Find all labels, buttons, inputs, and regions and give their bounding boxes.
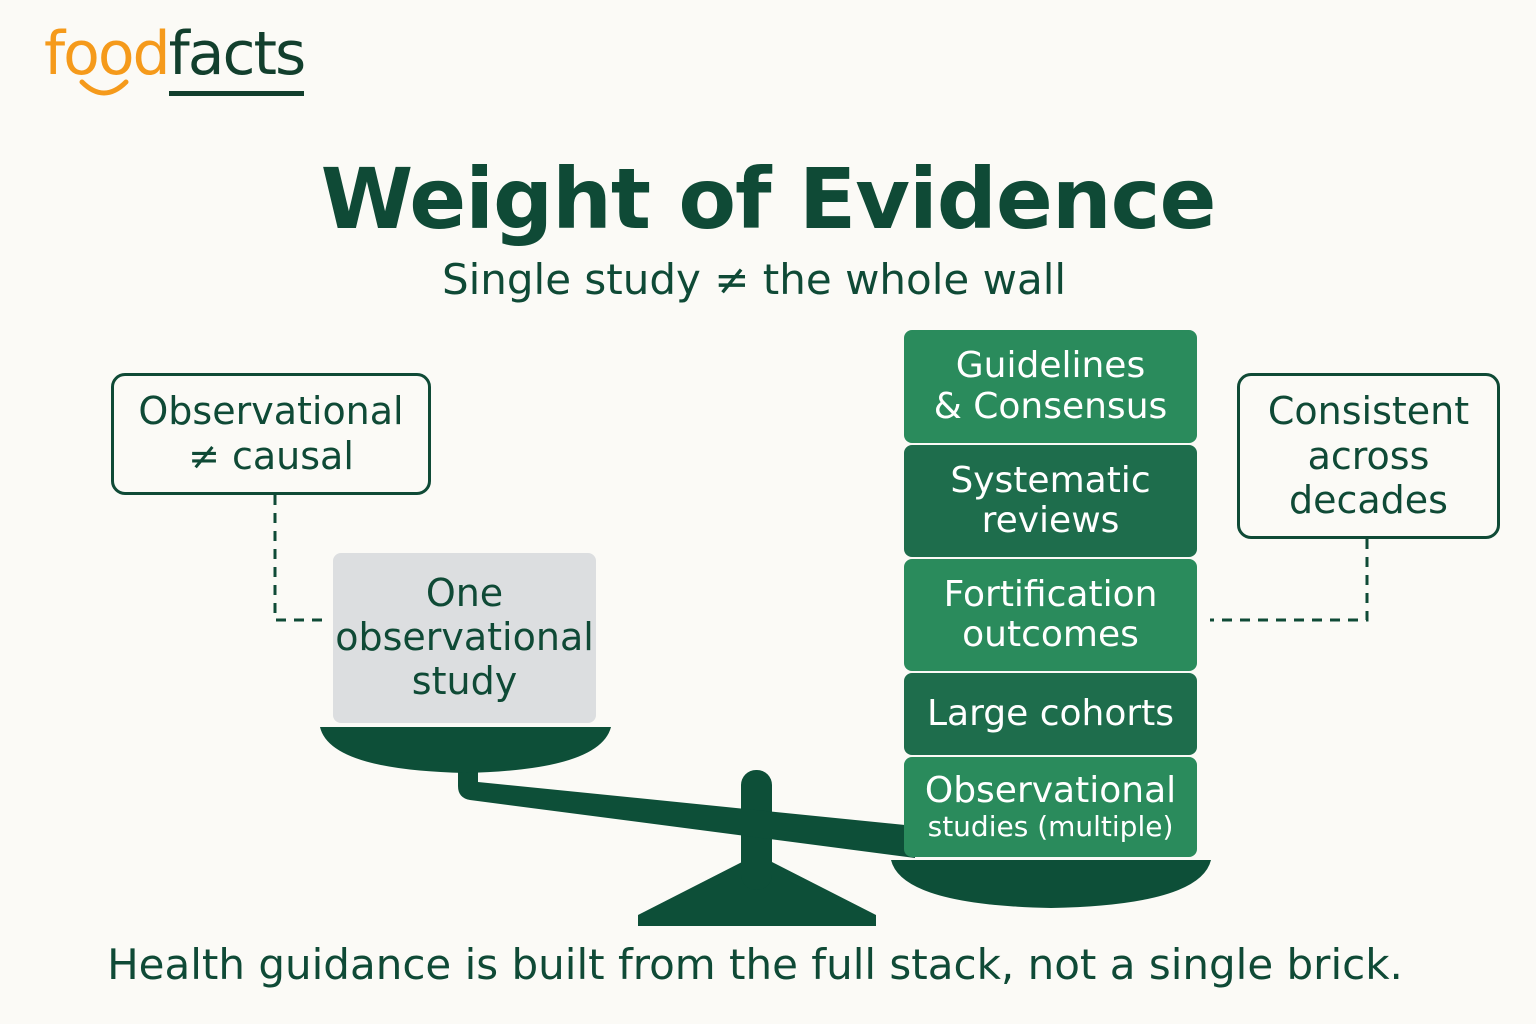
page-title: Weight of Evidence bbox=[320, 150, 1217, 248]
brick-line: reviews bbox=[981, 500, 1120, 541]
smile-icon bbox=[79, 79, 129, 96]
left-connector-line bbox=[273, 495, 325, 622]
page-subtitle: Single study ≠ the whole wall bbox=[441, 255, 1067, 304]
brick-line: Guidelines bbox=[955, 345, 1146, 387]
brick-line: & Consensus bbox=[933, 385, 1168, 427]
brick-systematic-reviews: Systematic reviews bbox=[904, 445, 1197, 557]
brand-logo: foodfacts bbox=[44, 19, 306, 96]
single-study-line: observational bbox=[335, 615, 594, 660]
callout-right-line: decades bbox=[1289, 478, 1448, 523]
single-study-line: One bbox=[425, 571, 504, 616]
left-pan bbox=[320, 727, 611, 773]
callout-right-line: across bbox=[1307, 433, 1430, 478]
single-study-line: study bbox=[411, 658, 518, 703]
right-pan bbox=[891, 860, 1211, 908]
brick-line: outcomes bbox=[962, 614, 1139, 655]
brick-guidelines-consensus: Guidelines & Consensus bbox=[904, 330, 1197, 443]
callout-consistent-across-decades: Consistent across decades bbox=[1237, 373, 1500, 539]
callout-right-line: Consistent bbox=[1267, 388, 1470, 433]
callout-left-line: Observational bbox=[138, 389, 404, 434]
single-study-block: One observational study bbox=[333, 553, 596, 723]
scale-base bbox=[638, 862, 876, 926]
brand-facts: facts bbox=[168, 19, 306, 96]
brick-line: studies (multiple) bbox=[927, 810, 1174, 844]
evidence-stack: Guidelines & Consensus Systematic review… bbox=[904, 330, 1197, 859]
callout-left-line: ≠ causal bbox=[188, 434, 354, 478]
brick-line: Fortification bbox=[943, 573, 1158, 615]
brick-large-cohorts: Large cohorts bbox=[904, 673, 1197, 755]
brick-observational-studies: Observational studies (multiple) bbox=[904, 757, 1197, 857]
brick-line: Observational bbox=[924, 770, 1177, 812]
brick-line: Systematic bbox=[950, 459, 1151, 501]
callout-observational-not-causal: Observational ≠ causal bbox=[111, 373, 431, 495]
brick-fortification-outcomes: Fortification outcomes bbox=[904, 559, 1197, 671]
scale-beam bbox=[458, 772, 915, 858]
right-connector-line bbox=[1210, 539, 1369, 622]
footer-caption: Health guidance is built from the full s… bbox=[107, 940, 1403, 989]
brick-line: Large cohorts bbox=[926, 692, 1175, 734]
brand-food: food bbox=[44, 19, 171, 89]
